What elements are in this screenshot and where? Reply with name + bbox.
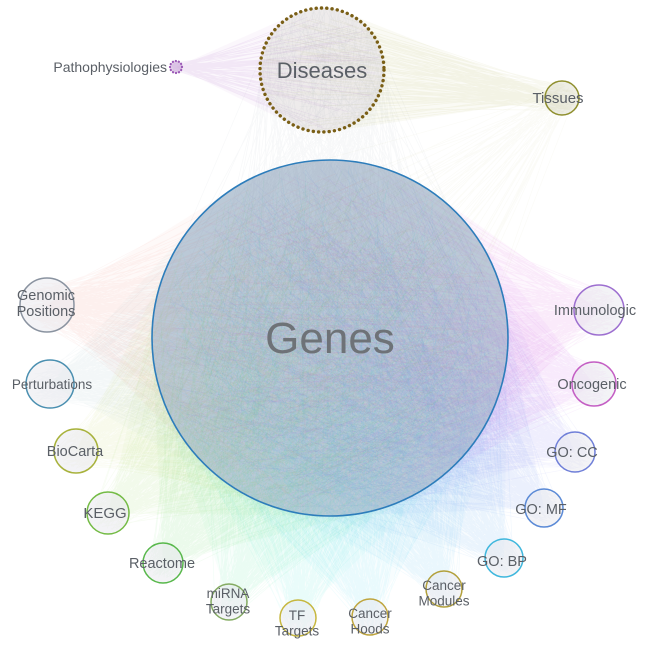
- label-diseases: Diseases: [277, 58, 367, 83]
- node-biocarta[interactable]: [53, 428, 99, 474]
- label-cancer_hoods: Hoods: [350, 622, 389, 637]
- node-kegg[interactable]: [86, 491, 130, 535]
- node-go_cc[interactable]: [554, 431, 596, 473]
- edge-fan-immunologic-genes: [151, 160, 599, 517]
- label-tissues: Tissues: [532, 90, 583, 107]
- label-cancer_hoods: Cancer: [348, 606, 392, 621]
- label-go_bp: GO: BP: [477, 554, 527, 570]
- edge-bundle-tissues-genes: [156, 85, 576, 499]
- internal-edges-diseases: [261, 9, 382, 129]
- label-genomic_positions: Genomic: [17, 288, 75, 304]
- edge-bundle-tf_targets-genes: [157, 169, 496, 634]
- label-cancer_modules: Modules: [418, 594, 469, 609]
- label-genes: Genes: [265, 314, 395, 363]
- label-tf_targets: TF: [289, 608, 306, 623]
- label-go_mf: GO: MF: [515, 502, 567, 518]
- edge-bundle-cancer_hoods-genes: [172, 166, 499, 632]
- edge-fan-kegg-genes: [108, 160, 509, 517]
- node-diseases[interactable]: [258, 6, 386, 134]
- node-tf_targets[interactable]: [279, 599, 317, 637]
- edge-bundle-diseases-genes: [159, 7, 490, 506]
- label-immunologic: Immunologic: [554, 303, 636, 319]
- label-reactome: Reactome: [129, 556, 195, 572]
- label-go_cc: GO: CC: [546, 445, 598, 461]
- edge-fan-cancer_hoods-genes: [151, 160, 508, 618]
- edge-fan-biocarta-genes: [76, 159, 509, 516]
- edge-bundle-mirna_targets-genes: [166, 170, 493, 617]
- edge-fan-go_cc-genes: [152, 160, 575, 517]
- node-cancer_hoods[interactable]: [351, 598, 389, 636]
- edge-bundle-kegg-genes: [89, 171, 493, 531]
- label-biocarta: BioCarta: [47, 444, 104, 460]
- edge-bundle-oncogenic-genes: [165, 172, 613, 510]
- node-genes[interactable]: [151, 159, 509, 517]
- edge-fan-go_bp-genes: [152, 159, 509, 558]
- node-cancer_modules[interactable]: [425, 570, 463, 608]
- node-perturbations[interactable]: [25, 359, 75, 409]
- node-pathophysiologies[interactable]: [168, 59, 184, 75]
- edge-bundle-cancer_modules-genes: [163, 187, 491, 604]
- node-go_mf[interactable]: [524, 488, 564, 528]
- edge-fan-genomic_positions-genes: [47, 160, 508, 517]
- label-cancer_modules: Cancer: [422, 578, 466, 593]
- edge-fan-tissues-diseases: [260, 8, 562, 133]
- label-pathophysiologies: Pathophysiologies: [53, 59, 167, 75]
- label-genomic_positions: Positions: [17, 304, 76, 320]
- edge-fan-reactome-genes: [151, 159, 508, 564]
- edge-fan-cancer_modules-genes: [151, 160, 508, 589]
- edge-fan-tf_targets-genes: [151, 159, 508, 619]
- edge-bundle-go_cc-genes: [165, 163, 592, 501]
- edge-bundle-pathophysiologies-diseases: [171, 16, 380, 130]
- node-mirna_targets[interactable]: [210, 583, 248, 621]
- edge-fan-go_mf-genes: [152, 160, 544, 517]
- node-oncogenic[interactable]: [571, 361, 617, 407]
- edge-bundle-go_mf-genes: [164, 163, 559, 524]
- label-oncogenic: Oncogenic: [557, 377, 626, 393]
- node-genomic_positions[interactable]: [19, 277, 75, 333]
- node-go_bp[interactable]: [484, 538, 524, 578]
- label-tf_targets: Targets: [275, 624, 320, 639]
- edge-bundle-perturbations-genes: [29, 168, 502, 513]
- node-tissues[interactable]: [544, 80, 580, 116]
- label-mirna_targets: miRNA: [207, 586, 250, 601]
- edge-fan-pathophysiologies-diseases: [176, 7, 384, 132]
- edge-bundle-go_bp-genes: [161, 164, 520, 574]
- node-immunologic[interactable]: [573, 284, 625, 336]
- node-reactome[interactable]: [142, 542, 184, 584]
- edge-bundle-tissues-diseases: [261, 16, 576, 131]
- edge-bundle-immunologic-genes: [157, 169, 620, 508]
- label-perturbations: Perturbations: [12, 377, 93, 392]
- label-mirna_targets: Targets: [206, 602, 251, 617]
- label-kegg: KEGG: [83, 505, 126, 522]
